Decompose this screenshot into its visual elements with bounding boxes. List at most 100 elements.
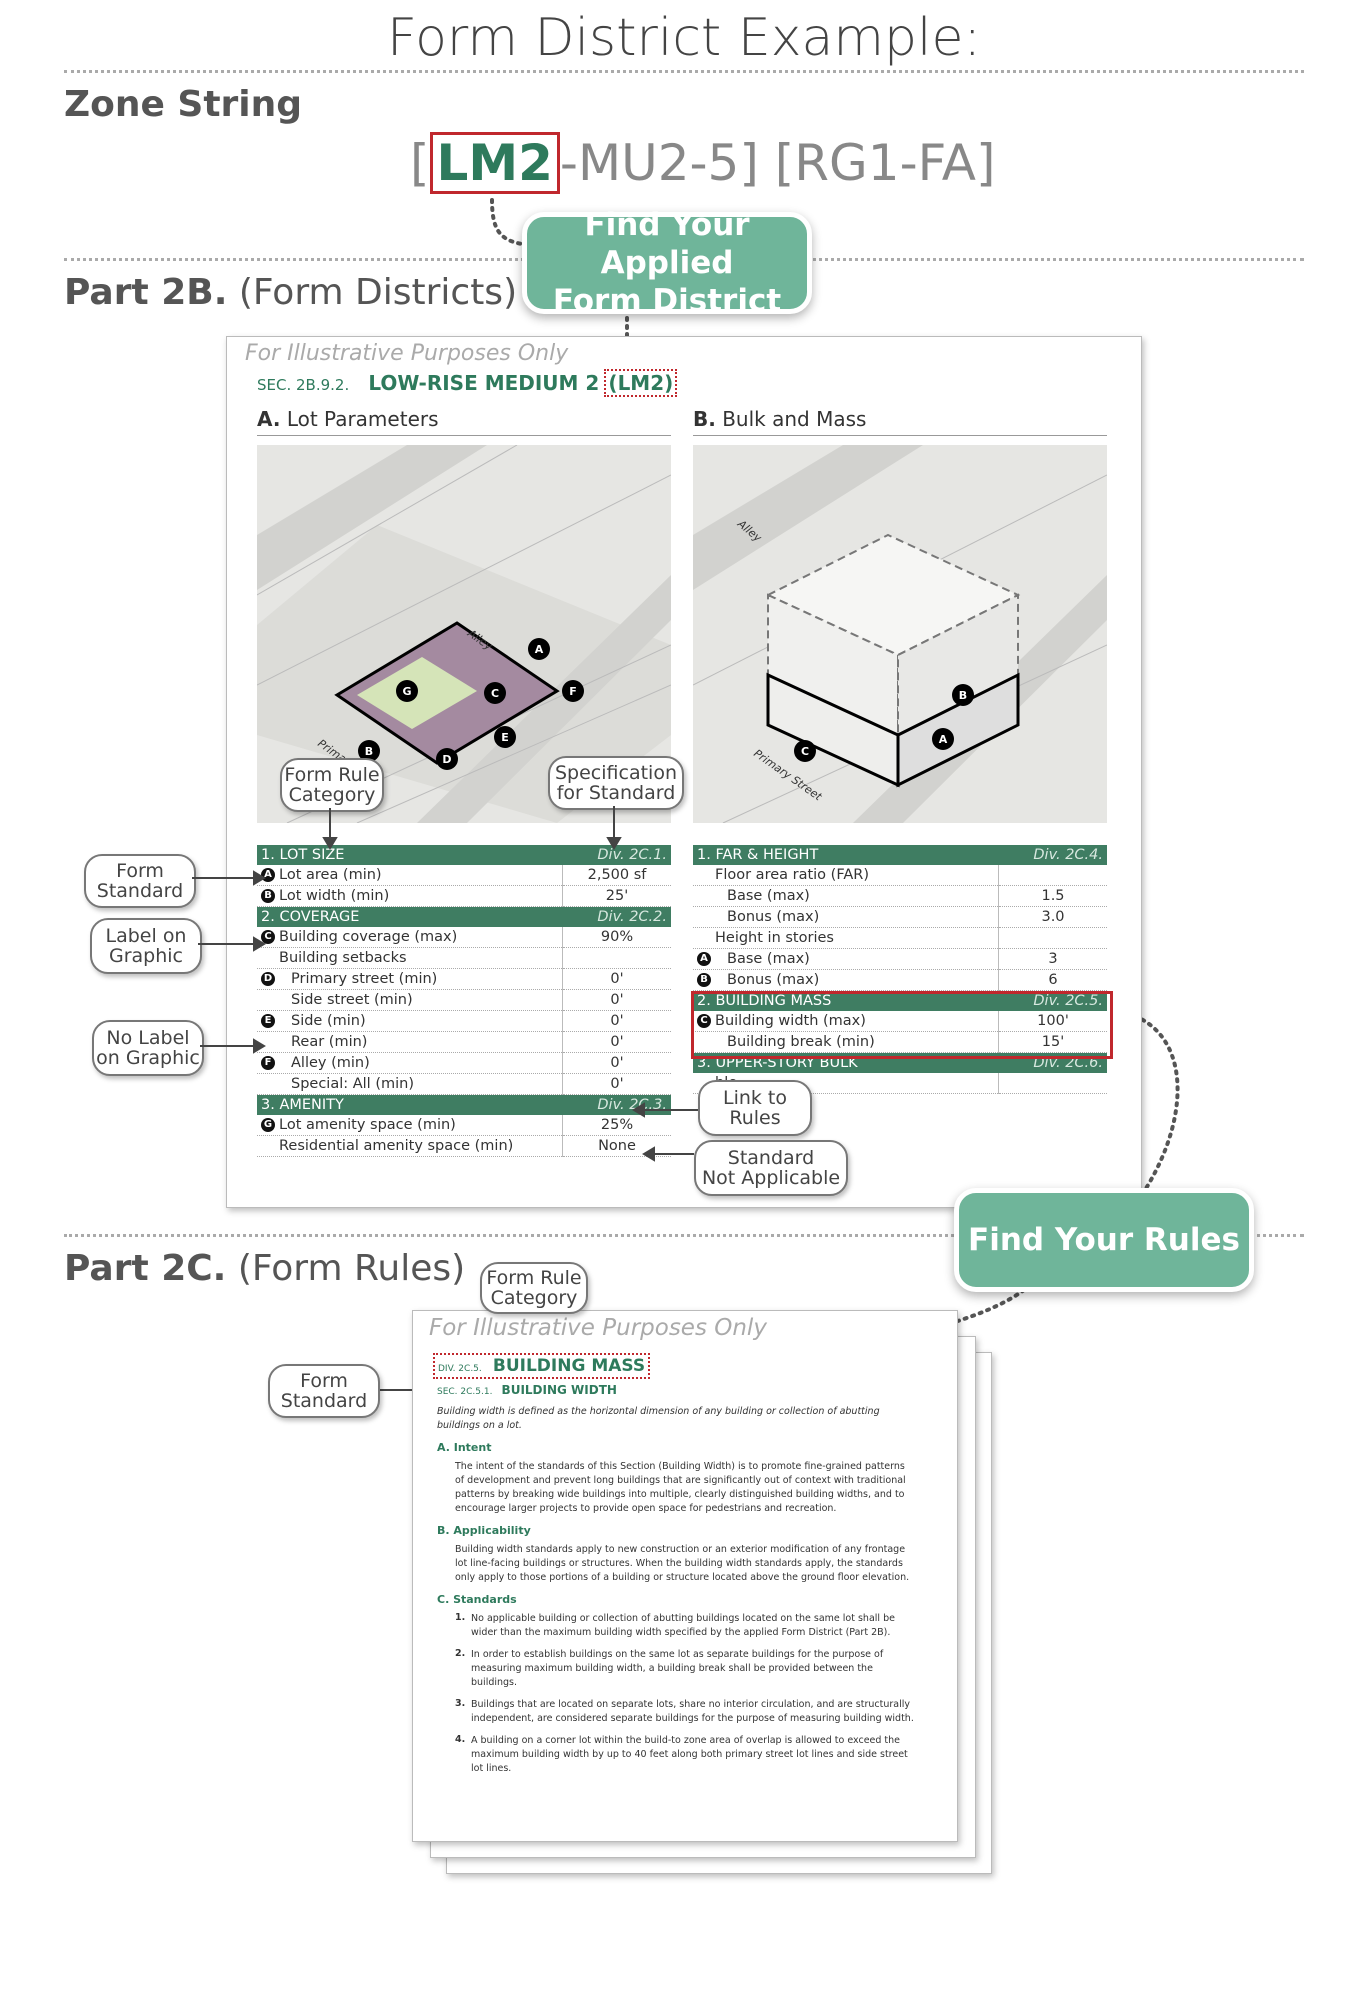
section-number: SEC. 2B.9.2. [257, 376, 350, 394]
part-2c-bold: Part 2C. [64, 1248, 227, 1289]
building-mass-highlight [691, 991, 1113, 1059]
svg-text:A: A [535, 643, 544, 656]
section-label: 3. AMENITY [257, 1094, 563, 1115]
form-standard-l2: Standard [96, 880, 184, 902]
part-2c-heading: Part 2C. (Form Rules) [64, 1248, 465, 1289]
table-row: Bonus (max) 3.0 [693, 906, 1107, 928]
doc-body: Building width is defined as the horizon… [437, 1405, 915, 1784]
bulk-mass-title: Bulk and Mass [722, 407, 867, 431]
zone-bracket: [ [410, 134, 430, 192]
form-rule-category-2-l1: Form Rule [486, 1267, 582, 1289]
lot-diagram: Alley Primar A B C D E F G [257, 445, 671, 823]
standard-cell: Rear (min) [257, 1031, 563, 1053]
bulk-mass-letter: B. [693, 407, 716, 431]
label-on-graphic-l2: Graphic [108, 945, 183, 967]
doc-section-title: SEC. 2C.5.1. BUILDING WIDTH [437, 1379, 617, 1398]
not-applicable-l1: Standard [727, 1147, 815, 1169]
table-row: Building setbacks [257, 947, 671, 969]
standard-value: 0' [562, 1052, 671, 1074]
part-2b-light: (Form Districts) [238, 272, 518, 313]
divider [64, 1234, 954, 1237]
doc-applicability-heading: B. Applicability [437, 1524, 531, 1537]
rule-link[interactable]: Div. 2C.4. [998, 845, 1107, 865]
form-standard-2-l1: Form [300, 1370, 348, 1392]
table-row: Side street (min)0' [257, 989, 671, 1011]
standard-label: Floor area ratio (FAR) [715, 867, 869, 883]
form-rules-document: For Illustrative Purposes Only DIV. 2C.5… [412, 1310, 958, 1842]
find-district-callout: Find Your Applied Form District [522, 207, 812, 319]
form-rule-category-callout-2: Form Rule Category [480, 1262, 588, 1314]
page-title: Form District Example: [387, 8, 981, 68]
lot-parameters-title: Lot Parameters [286, 407, 439, 431]
section-label: 1. LOT SIZE [257, 845, 563, 865]
standard-label: Bonus (max) [727, 909, 820, 925]
table-row: Building break (min)15' [693, 1031, 1107, 1053]
standard-label: Building setbacks [279, 950, 407, 966]
zone-string: [LM2-MU2-5] [RG1-FA] [410, 132, 996, 194]
standard-value: 25% [562, 1115, 671, 1136]
standard-value: 2,500 sf [562, 865, 671, 886]
rule-link[interactable]: Div. 2C.5. [998, 990, 1107, 1011]
doc-item-text: Buildings that are located on separate l… [471, 1699, 914, 1724]
doc-standards-list: 1.No applicable building or collection o… [437, 1612, 915, 1776]
standard-value [998, 1073, 1107, 1094]
specification-l1: Specification [555, 762, 677, 784]
part-2b-heading: Part 2B. (Form Districts) [64, 272, 517, 313]
standard-value: None [562, 1135, 671, 1157]
doc-item-text: A building on a corner lot within the bu… [471, 1735, 908, 1774]
doc-standard-item: 2.In order to establish buildings on the… [455, 1648, 915, 1690]
doc-section-name: BUILDING WIDTH [501, 1383, 617, 1397]
table-row: Height in stories [693, 927, 1107, 949]
find-rules-callout: Find Your Rules [954, 1188, 1254, 1292]
doc-division-number: DIV. 2C.5. [438, 1364, 482, 1374]
doc-standards-heading: C. Standards [437, 1593, 517, 1606]
section-label: 2. BUILDING MASS [693, 990, 999, 1011]
standard-label: Primary street (min) [291, 971, 438, 987]
label-on-graphic-callout: Label on Graphic [90, 918, 202, 974]
rule-link[interactable]: Div. 2C.2. [562, 906, 671, 927]
zone-rest: -MU2-5] [RG1-FA] [559, 134, 996, 192]
rule-link[interactable]: Div. 2C.1. [562, 845, 671, 865]
standard-value: 3 [998, 948, 1107, 970]
standard-value: 0' [562, 1031, 671, 1053]
divider [64, 70, 1304, 73]
standard-value: 25' [562, 885, 671, 907]
doc-division-name: BUILDING MASS [492, 1356, 646, 1376]
table-row: Special: All (min)0' [257, 1073, 671, 1095]
standard-value [998, 927, 1107, 949]
graphic-label-marker: F [261, 1056, 275, 1070]
doc-applicability-text: Building width standards apply to new co… [455, 1544, 910, 1583]
section-name: LOW-RISE MEDIUM 2 [368, 371, 600, 395]
bulk-mass-heading: B. Bulk and Mass [693, 407, 1107, 436]
no-label-l1: No Label [106, 1027, 190, 1049]
section-code: (LM2) [604, 369, 678, 397]
form-standard-callout: Form Standard [84, 854, 196, 908]
table-row: Base (max)1.5 [693, 885, 1107, 907]
svg-text:E: E [501, 731, 509, 744]
section-title: SEC. 2B.9.2. LOW-RISE MEDIUM 2 (LM2) [257, 369, 678, 397]
part-2c-light: (Form Rules) [237, 1248, 466, 1289]
table-row: Rear (min)0' [257, 1031, 671, 1053]
doc-standard-item: 3.Buildings that are located on separate… [455, 1698, 915, 1726]
standard-cell: Special: All (min) [257, 1073, 563, 1095]
doc-intent-heading: A. Intent [437, 1441, 492, 1454]
form-standard-callout-2: Form Standard [268, 1364, 380, 1418]
form-rule-category-callout: Form Rule Category [280, 758, 384, 812]
standard-value: 3.0 [998, 906, 1107, 928]
standard-cell: Building setbacks [257, 947, 563, 969]
no-label-callout: No Label on Graphic [92, 1020, 204, 1076]
not-applicable-l2: Not Applicable [701, 1167, 841, 1189]
